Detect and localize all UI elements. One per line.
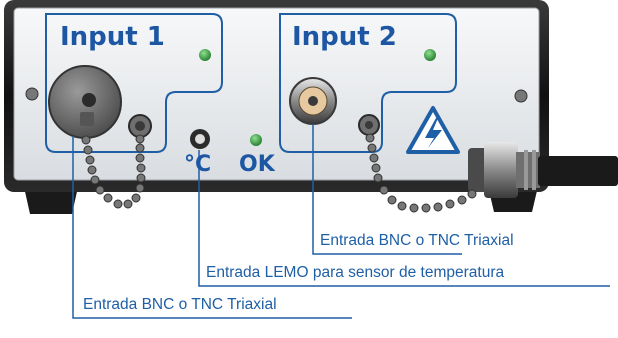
input1-region-outline [45,13,223,153]
input1-dust-cap [128,114,152,138]
high-voltage-warning-icon [406,106,460,154]
callout-temperature-sensor: Entrada LEMO para sensor de temperatura [206,264,505,281]
dust-cap-chains [81,133,477,213]
ok-led [250,134,262,146]
callout-input2-connector: Entrada BNC o TNC Triaxial [320,232,514,249]
callout-input1-connector: Entrada BNC o TNC Triaxial [83,296,277,313]
input1-connector-cap [48,65,122,139]
temperature-label: °C [184,152,212,177]
triaxial-cable-plug [468,142,618,198]
input2-dust-cap [358,114,380,136]
input2-bnc-connector [289,77,337,125]
callout-leader-lines [72,124,610,319]
lemo-temperature-connector [190,129,210,149]
input2-label: Input 2 [292,22,397,52]
front-panel [13,7,540,181]
input1-led [199,49,211,61]
input1-label: Input 1 [60,22,165,52]
input2-region-outline [279,13,457,153]
panel-screws [25,87,528,103]
input2-led [424,49,436,61]
ok-label: OK [239,152,275,177]
